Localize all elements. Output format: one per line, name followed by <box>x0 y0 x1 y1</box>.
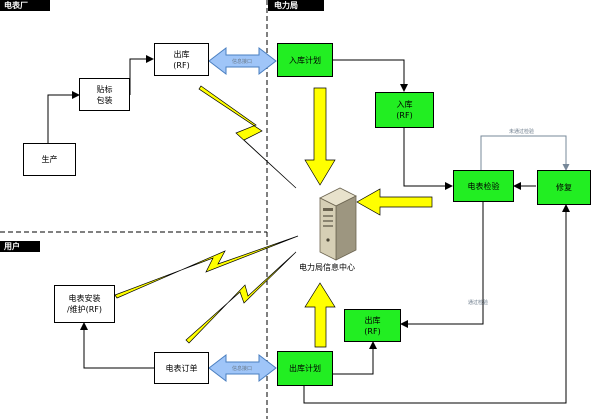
edge-inspection-to-repair <box>480 135 570 171</box>
edge-label-pass: 通过检验 <box>468 300 489 306</box>
lightning-bolt-icon <box>114 235 299 299</box>
zone-header-factory <box>0 0 50 11</box>
info-center-label: 电力局信息中心 <box>299 263 355 272</box>
edge-plan-to-outbound <box>333 341 377 375</box>
node-bureau-outbound-plan: 出库计划 <box>277 351 333 386</box>
interface-arrow-top <box>208 46 277 76</box>
edge-plan-to-repair <box>303 204 570 404</box>
interface-arrow-bottom <box>208 353 277 383</box>
zone-label-meter-factory: 电表厂 <box>4 1 28 10</box>
yellow-arrow-down <box>304 87 336 186</box>
lightning-bolt-icon <box>198 85 297 189</box>
edge-label-fail: 未通过检验 <box>509 129 535 135</box>
interface-label-bottom: 信息接口 <box>232 366 253 372</box>
lightning-bolt-icon <box>185 251 297 344</box>
edge-inbound-to-inspection <box>403 128 453 190</box>
node-label-package: 贴标 包装 <box>79 78 130 111</box>
edge-inspection-to-outbound <box>400 202 484 328</box>
edge-production-to-label <box>47 91 80 143</box>
node-meter-order: 电表订单 <box>154 352 209 384</box>
zone-header-user <box>0 241 40 252</box>
node-factory-outbound: 出库 (RF) <box>154 43 209 76</box>
zone-label-user: 用户 <box>4 242 20 251</box>
edge-label-to-outbound <box>129 55 154 95</box>
interface-label-top: 信息接口 <box>232 59 253 65</box>
zone-label-power-bureau: 电力局 <box>274 1 298 10</box>
server-icon <box>319 187 357 261</box>
yellow-arrow-left <box>356 188 433 216</box>
node-bureau-inbound: 入库 (RF) <box>375 92 434 128</box>
node-bureau-inbound-plan: 入库计划 <box>277 43 333 77</box>
edge-plan-to-inbound <box>333 59 408 92</box>
yellow-arrow-up <box>304 282 336 348</box>
node-meter-install: 电表安装 /维护(RF) <box>54 285 115 323</box>
node-production: 生产 <box>23 143 76 176</box>
node-meter-inspection: 电表检验 <box>453 170 514 202</box>
node-repair: 修复 <box>537 170 591 205</box>
node-bureau-outbound: 出库 (RF) <box>344 309 401 342</box>
edge-order-to-install <box>80 322 154 369</box>
zone-header-bureau <box>268 0 324 11</box>
